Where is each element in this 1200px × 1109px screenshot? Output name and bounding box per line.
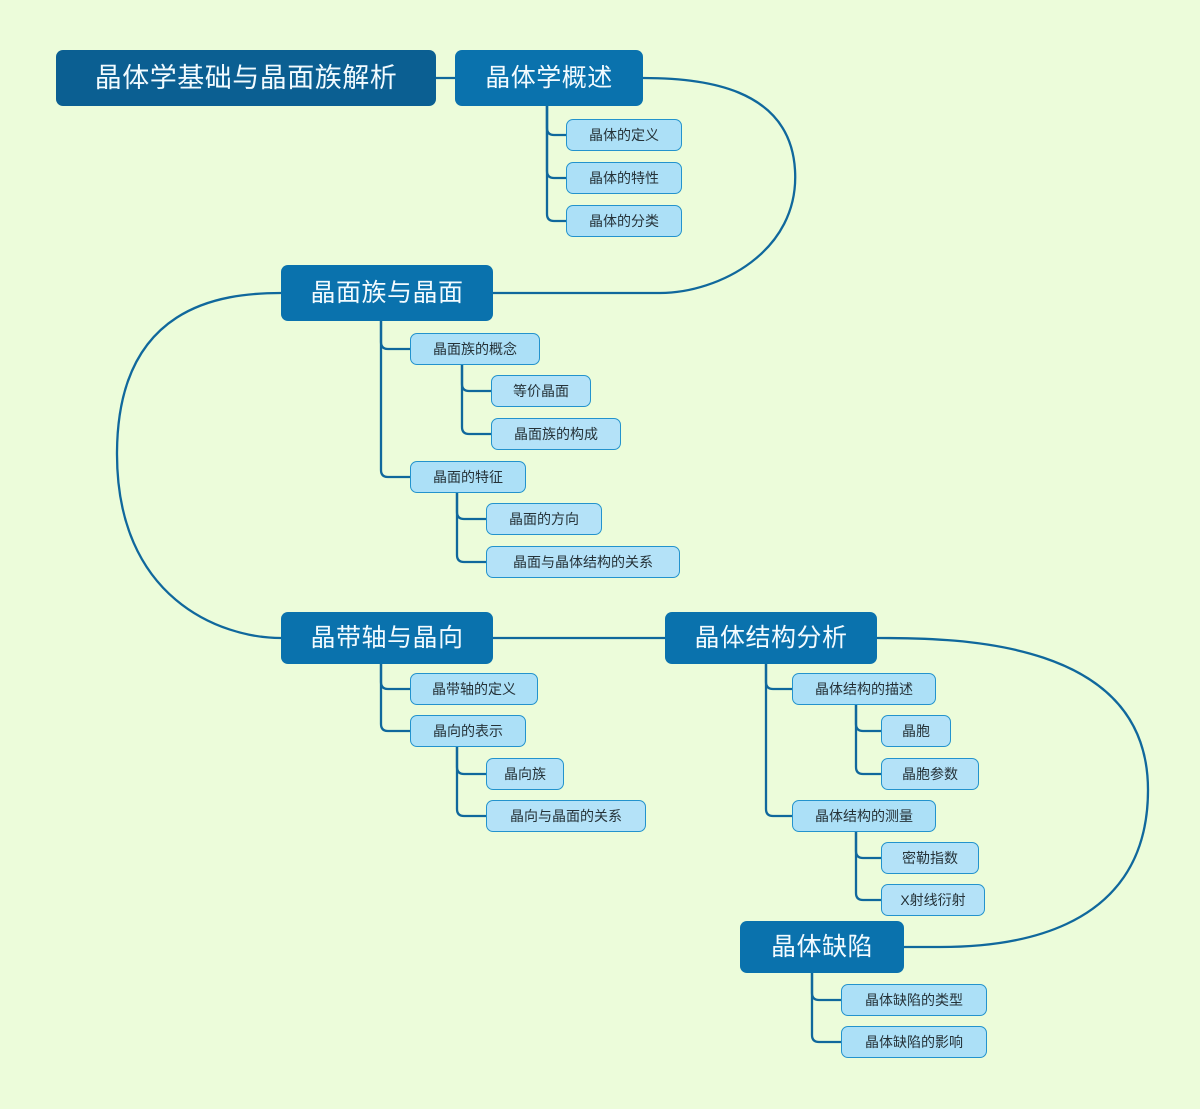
link-b1-c3	[545, 104, 568, 223]
leaf-node-direction-plane-relation[interactable]: 晶向与晶面的关系	[486, 800, 646, 832]
branch-label: 晶面族与晶面	[310, 278, 464, 307]
link-b2-c2	[379, 319, 412, 479]
leaf-node-unit-cell[interactable]: 晶胞	[881, 715, 951, 747]
leaf-node-plane-structure-relation[interactable]: 晶面与晶体结构的关系	[486, 546, 680, 578]
leaf-label: 晶向族	[504, 766, 546, 782]
leaf-node-plane-family-concept[interactable]: 晶面族的概念	[410, 333, 540, 365]
branch-node-crystal-defects[interactable]: 晶体缺陷	[740, 921, 904, 973]
leaf-label: 晶体的分类	[589, 213, 659, 229]
leaf-label: 晶体的定义	[589, 127, 659, 143]
link-b5-c2	[810, 971, 843, 1044]
leaf-node-plane-family-composition[interactable]: 晶面族的构成	[491, 418, 621, 450]
leaf-label: 密勒指数	[902, 850, 958, 866]
leaf-label: 晶胞参数	[902, 766, 958, 782]
leaf-node-unit-cell-parameters[interactable]: 晶胞参数	[881, 758, 979, 790]
leaf-node-equivalent-planes[interactable]: 等价晶面	[491, 375, 591, 407]
root-node-label: 晶体学基础与晶面族解析	[94, 62, 398, 93]
leaf-label: 晶体结构的描述	[815, 681, 913, 697]
link-b2-c1-a	[460, 363, 493, 393]
leaf-label: 晶向与晶面的关系	[510, 808, 622, 824]
link-b5-c1	[810, 971, 843, 1002]
leaf-node-structure-description[interactable]: 晶体结构的描述	[792, 673, 936, 705]
leaf-label: 晶体的特性	[589, 170, 659, 186]
link-b4-c1-a	[854, 703, 883, 733]
leaf-node-direction-notation[interactable]: 晶向的表示	[410, 715, 526, 747]
link-b4-c1	[764, 662, 794, 691]
branch-label: 晶体缺陷	[770, 932, 873, 961]
leaf-node-crystal-classification[interactable]: 晶体的分类	[566, 205, 682, 237]
link-b3-c2-b	[455, 745, 488, 818]
link-b3-c2	[379, 662, 412, 733]
leaf-label: 晶面与晶体结构的关系	[513, 554, 653, 570]
link-b2-c2-b	[455, 491, 488, 564]
link-b4-c1-b	[854, 703, 883, 776]
link-b4-c2	[764, 662, 794, 818]
leaf-node-structure-measurement[interactable]: 晶体结构的测量	[792, 800, 936, 832]
leaf-node-miller-indices[interactable]: 密勒指数	[881, 842, 979, 874]
link-b2-c2-a	[455, 491, 488, 521]
link-b2-c1	[379, 319, 412, 351]
leaf-node-plane-direction[interactable]: 晶面的方向	[486, 503, 602, 535]
leaf-node-direction-family[interactable]: 晶向族	[486, 758, 564, 790]
leaf-label: 晶面的方向	[509, 511, 579, 527]
leaf-node-xray-diffraction[interactable]: X射线衍射	[881, 884, 985, 916]
leaf-node-crystal-definition[interactable]: 晶体的定义	[566, 119, 682, 151]
link-b4-c2-b	[854, 830, 883, 902]
leaf-label: 晶体结构的测量	[815, 808, 913, 824]
branch-node-crystallography-overview[interactable]: 晶体学概述	[455, 50, 643, 106]
root-node[interactable]: 晶体学基础与晶面族解析	[56, 50, 436, 106]
link-b2-to-b3	[115, 291, 283, 640]
leaf-node-defect-types[interactable]: 晶体缺陷的类型	[841, 984, 987, 1016]
leaf-label: 等价晶面	[513, 383, 569, 399]
leaf-label: X射线衍射	[900, 892, 966, 908]
branch-node-crystal-plane-family[interactable]: 晶面族与晶面	[281, 265, 493, 321]
link-b3-c2-a	[455, 745, 488, 776]
branch-node-structure-analysis[interactable]: 晶体结构分析	[665, 612, 877, 664]
leaf-node-crystal-properties[interactable]: 晶体的特性	[566, 162, 682, 194]
leaf-node-zone-axis-definition[interactable]: 晶带轴的定义	[410, 673, 538, 705]
link-b4-c2-a	[854, 830, 883, 860]
link-b1-c2	[545, 104, 568, 180]
leaf-node-plane-characteristics[interactable]: 晶面的特征	[410, 461, 526, 493]
leaf-label: 晶面的特征	[433, 469, 503, 485]
leaf-label: 晶面族的概念	[433, 341, 517, 357]
branch-label: 晶体学概述	[485, 63, 613, 92]
link-b3-c1	[379, 662, 412, 691]
leaf-label: 晶胞	[902, 723, 930, 739]
leaf-label: 晶面族的构成	[514, 426, 598, 442]
leaf-label: 晶体缺陷的影响	[865, 1034, 963, 1050]
branch-label: 晶带轴与晶向	[310, 623, 464, 652]
leaf-node-defect-effects[interactable]: 晶体缺陷的影响	[841, 1026, 987, 1058]
branch-node-zone-axis-direction[interactable]: 晶带轴与晶向	[281, 612, 493, 664]
link-b1-c1	[545, 104, 568, 137]
leaf-label: 晶体缺陷的类型	[865, 992, 963, 1008]
branch-label: 晶体结构分析	[694, 623, 848, 652]
link-b2-c1-b	[460, 363, 493, 436]
leaf-label: 晶带轴的定义	[432, 681, 516, 697]
leaf-label: 晶向的表示	[433, 723, 503, 739]
